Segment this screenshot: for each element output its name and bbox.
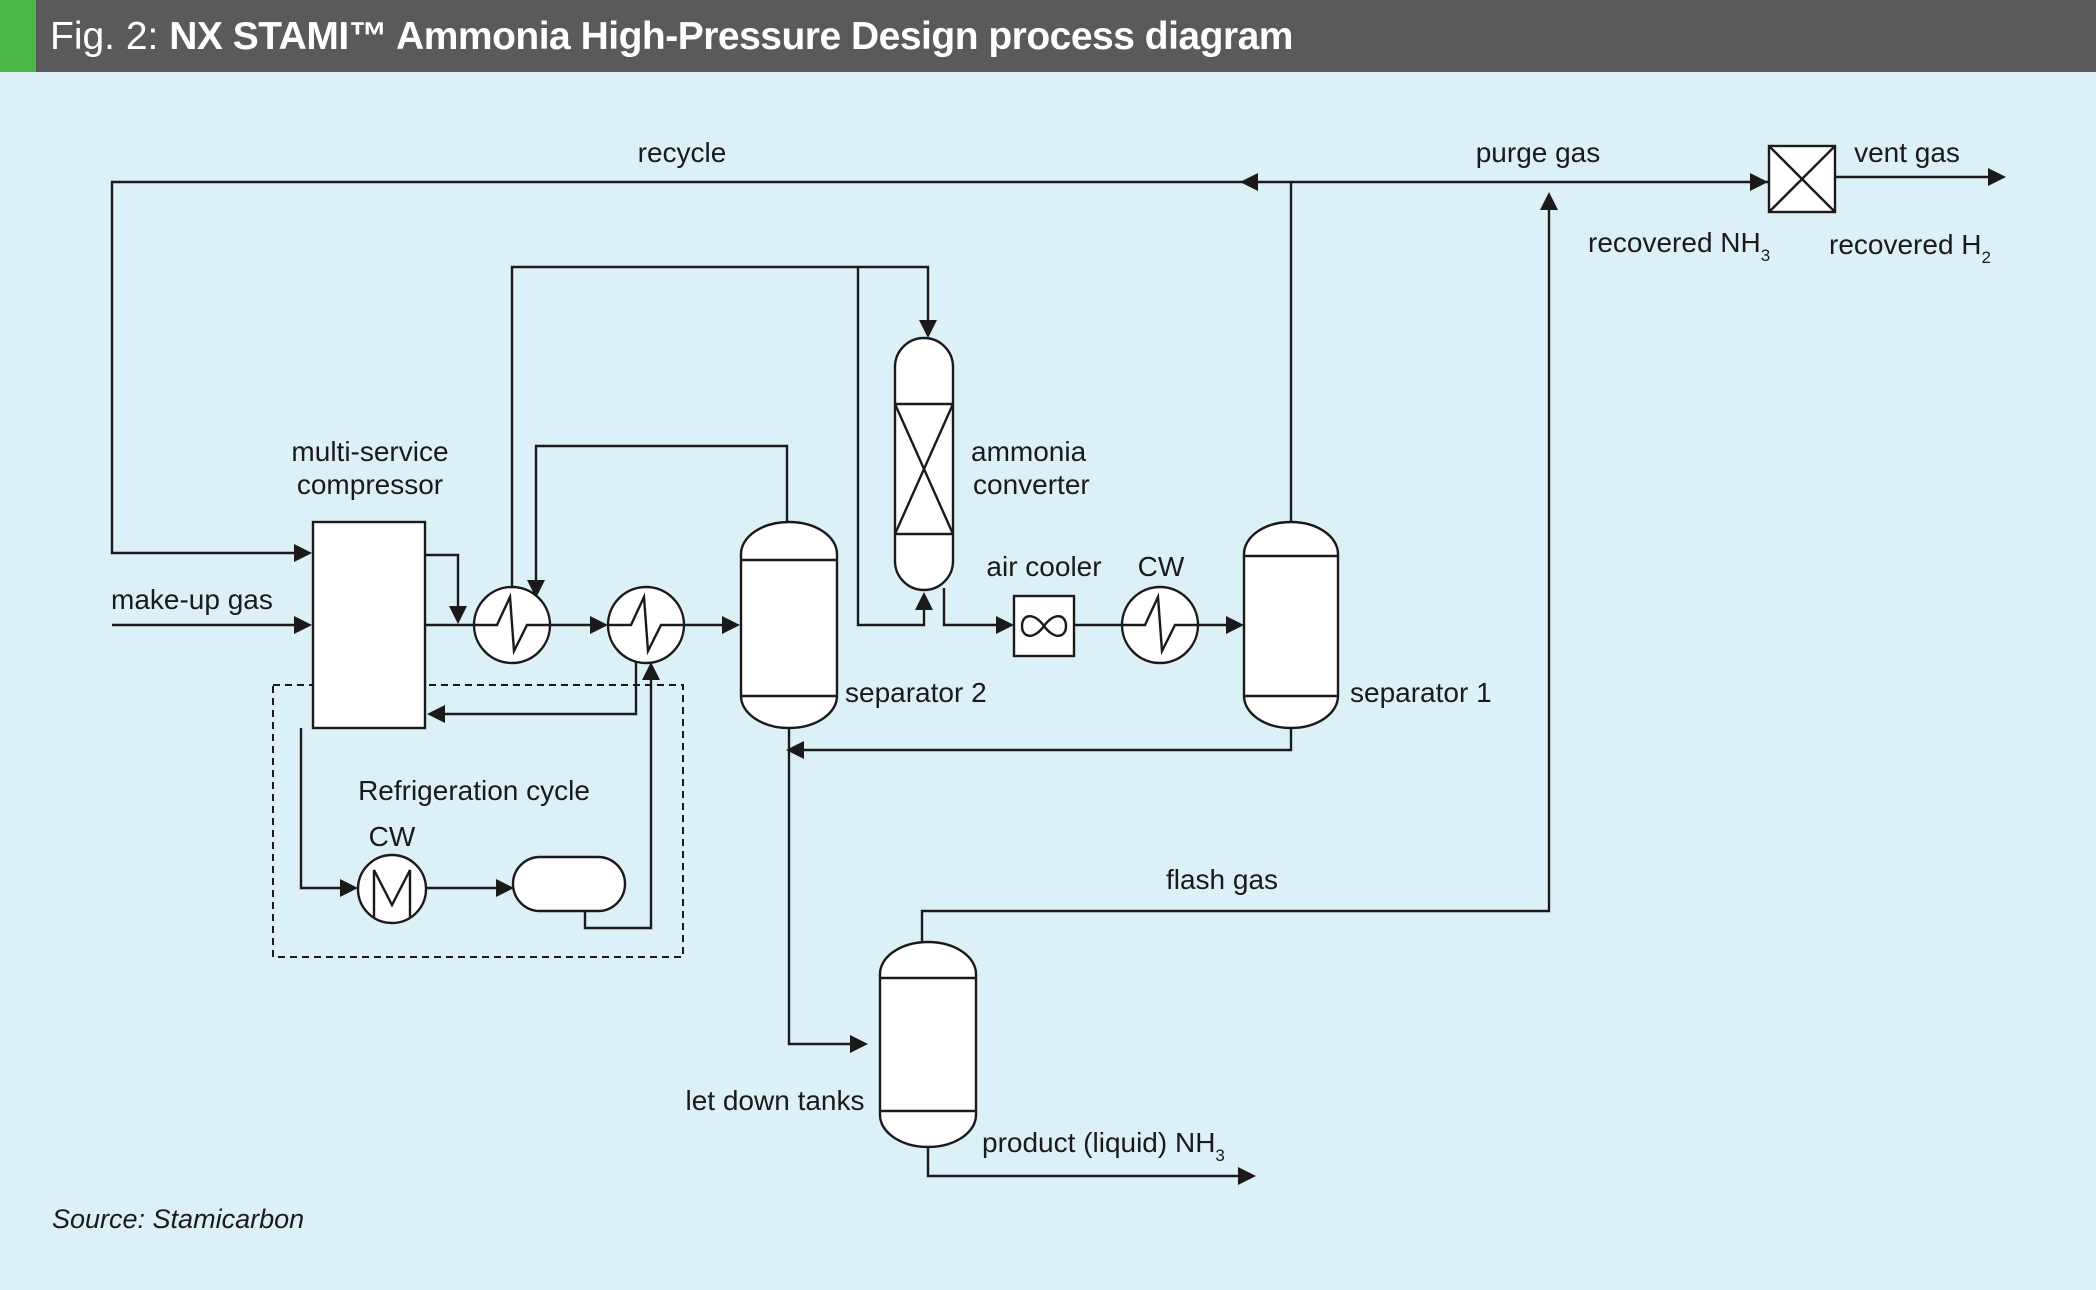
separator1-liquid-line [802, 728, 1293, 752]
vent-gas-arrowhead [1988, 168, 2006, 186]
recovered-nh3-label: recovered NH3 [1588, 227, 1770, 265]
figure-title: Fig. 2: NX STAMI™ Ammonia High-Pressure … [50, 0, 1293, 72]
let-down-tanks [878, 940, 978, 1149]
recovered-h2-text: recovered H [1829, 229, 1982, 260]
converter-outlet-line [942, 588, 998, 627]
purge-gas-arrowhead [1750, 173, 1768, 191]
separator2-liquid-line [787, 728, 852, 1046]
hx1-top-inlet-arrow [449, 606, 467, 624]
heat-exchanger-1 [472, 585, 552, 665]
product-line [926, 1145, 1238, 1178]
separator-2-label: separator 2 [845, 677, 987, 708]
purge-gas-label: purge gas [1476, 137, 1601, 168]
figure-header-bar: Fig. 2: NX STAMI™ Ammonia High-Pressure … [0, 0, 2096, 72]
converter-top-inlet-arrow [919, 320, 937, 338]
figure-number: Fig. 2: [50, 15, 159, 58]
air-cooler [1012, 594, 1076, 658]
hx2-to-compressor-line [442, 650, 638, 716]
hx1-to-converter-line [510, 265, 930, 587]
make-up-gas-arrowhead [294, 616, 312, 634]
separator-1 [1242, 520, 1340, 730]
product-subscript: 3 [1215, 1146, 1224, 1165]
refrigeration-cw-label: CW [369, 821, 416, 852]
product-label: product (liquid) NH3 [982, 1127, 1225, 1165]
recycle-label: recycle [638, 137, 727, 168]
air-cooler-inlet-arrow [996, 616, 1014, 634]
compressor-recycle-inlet-arrow [294, 544, 312, 562]
hx2-inlet-arrow [590, 616, 608, 634]
air-cooler-label: air cooler [986, 551, 1101, 582]
flash-gas-label: flash gas [1166, 864, 1278, 895]
recovered-nh3-text: recovered NH [1588, 227, 1761, 258]
refrigeration-cycle-boundary [272, 684, 684, 958]
compressor-to-refrig-cw-line [299, 728, 344, 890]
refrigeration-cycle-label: Refrigeration cycle [358, 775, 590, 806]
refrig-drum-inlet-arrow [496, 879, 514, 897]
ammonia-converter-label-1: ammonia [971, 436, 1087, 467]
multi-service-compressor-label-2: compressor [297, 469, 443, 500]
hydrogen-recovery-unit [1767, 144, 1837, 214]
multi-service-compressor-label-1: multi-service [291, 436, 448, 467]
recovered-h2-label: recovered H2 [1829, 229, 1991, 267]
heat-exchanger-2 [606, 585, 686, 665]
recovered-h2-subscript: 2 [1982, 248, 1991, 267]
separator2-overhead-line [534, 444, 789, 582]
header-accent [0, 0, 36, 72]
refrigeration-cw-condenser [356, 853, 428, 925]
separator2-liquid-arrow [786, 741, 804, 759]
compressor-return-arrow [427, 705, 445, 723]
refrig-cw-inlet-arrow [340, 879, 358, 897]
separator2-inlet-arrow [722, 616, 740, 634]
converter-bypass-line [856, 267, 926, 627]
make-up-gas-label: make-up gas [111, 584, 273, 615]
flash-gas-arrowhead [1540, 192, 1558, 210]
compressor-to-hx1-line [425, 553, 460, 610]
figure-title-text: NX STAMI™ Ammonia High-Pressure Design p… [169, 15, 1293, 58]
flash-gas-line [920, 208, 1551, 942]
vent-gas-label: vent gas [1854, 137, 1960, 168]
converter-bottom-inlet-arrow [915, 592, 933, 610]
separator-1-label: separator 1 [1350, 677, 1492, 708]
let-down-tank-inlet-arrow [850, 1035, 868, 1053]
recovered-nh3-subscript: 3 [1761, 246, 1770, 265]
hx2-refrig-inlet-arrow [642, 662, 660, 680]
let-down-tanks-label: let down tanks [686, 1085, 865, 1116]
hx1-return-arrow [527, 580, 545, 598]
refrig-drum-to-hx2-line [583, 678, 653, 930]
cw-label: CW [1138, 551, 1185, 582]
cw-cooler [1120, 585, 1200, 665]
ammonia-converter-label-2: converter [973, 469, 1090, 500]
product-text: product (liquid) NH [982, 1127, 1215, 1158]
ammonia-converter [893, 336, 955, 592]
product-arrowhead [1238, 1167, 1256, 1185]
recycle-line [110, 180, 1240, 555]
separator1-inlet-arrow [1226, 616, 1244, 634]
refrigeration-receiver-drum [511, 855, 627, 913]
source-credit: Source: Stamicarbon [52, 1204, 304, 1234]
separator-2 [739, 520, 839, 730]
multi-service-compressor [311, 520, 427, 730]
